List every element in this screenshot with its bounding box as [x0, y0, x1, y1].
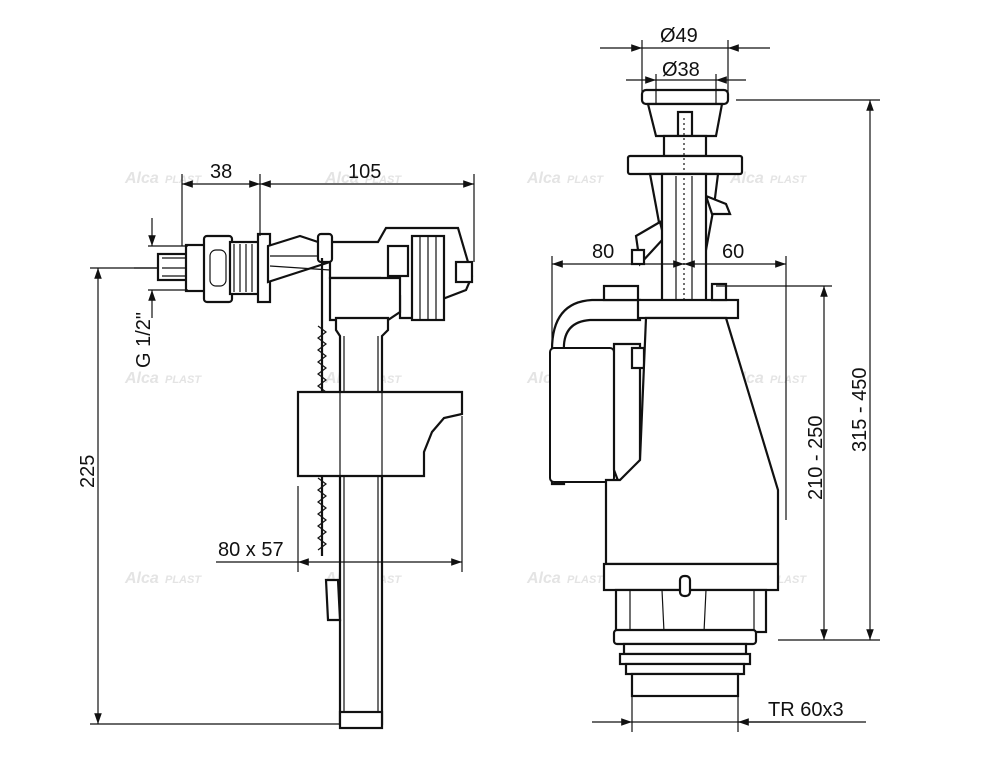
watermark-logo: Alca PLAST	[729, 170, 807, 187]
dim-label-right-reach: 60	[722, 241, 744, 263]
dim-label-button-outer: Ø49	[660, 25, 698, 47]
watermark-brand: Alca	[124, 370, 159, 387]
dim-label-height: 225	[77, 455, 99, 488]
dim-label-body-width: 105	[348, 161, 381, 183]
fill-valve-drawing	[134, 226, 474, 730]
dim-label-thread: TR 60x3	[768, 699, 844, 721]
watermark-brand-sub: PLAST	[770, 374, 807, 386]
dim-label-button-inner: Ø38	[662, 59, 700, 81]
fill-valve-dimensions: 38 105 G 1/2" 225 80 x 57	[77, 161, 475, 725]
watermark-logo: Alca PLAST	[526, 170, 604, 187]
float-cup	[296, 390, 464, 478]
watermark-brand-sub: PLAST	[165, 574, 202, 586]
watermark-brand-sub: PLAST	[567, 574, 604, 586]
push-button	[640, 88, 730, 158]
watermark-brand: Alca	[124, 570, 159, 587]
dim-label-overflow-height: 210 - 250	[805, 415, 827, 500]
watermark-brand-sub: PLAST	[567, 174, 604, 186]
bottom-thread	[612, 628, 758, 698]
watermark-brand: Alca	[124, 170, 159, 187]
watermark-logo: Alca PLAST	[526, 570, 604, 587]
dim-label-left-reach: 80	[592, 241, 614, 263]
valve-head	[266, 226, 474, 322]
watermark-brand: Alca	[526, 170, 561, 187]
watermark-brand-sub: PLAST	[770, 574, 807, 586]
flush-valve-dimensions: Ø49 Ø38 80 60 210 - 250 315 - 450 TR 60x…	[551, 25, 880, 732]
dim-label-thread: G 1/2"	[133, 312, 155, 368]
lower-cage	[602, 562, 780, 634]
watermark-logo: Alca PLAST	[124, 570, 202, 587]
flush-valve-drawing	[549, 88, 780, 698]
inlet-connector	[156, 232, 272, 304]
dim-label-float: 80 x 57	[218, 539, 284, 561]
adjustment-rod	[317, 258, 327, 556]
watermark-brand-sub: PLAST	[770, 174, 807, 186]
watermark-logo: Alca PLAST	[124, 370, 202, 387]
dim-label-total-height: 315 - 450	[849, 367, 871, 452]
watermark-brand: Alca	[526, 570, 561, 587]
watermark-brand-sub: PLAST	[165, 374, 202, 386]
dim-label-inlet-length: 38	[210, 161, 232, 183]
overflow-pipe	[549, 298, 646, 488]
